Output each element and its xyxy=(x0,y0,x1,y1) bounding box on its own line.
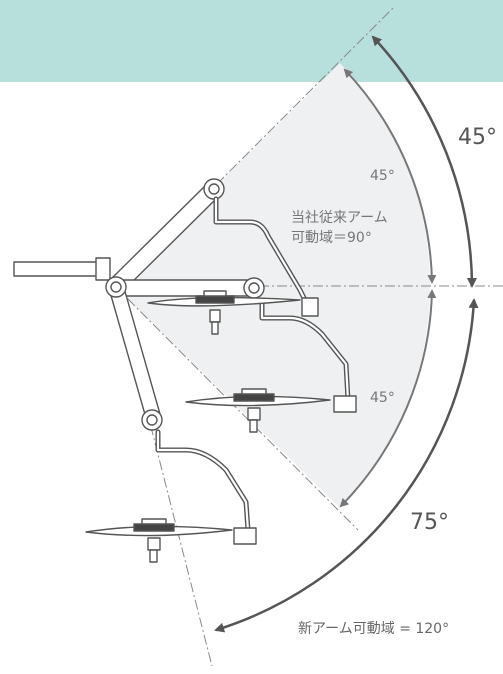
lower-spring-arm xyxy=(155,429,251,533)
header-band xyxy=(0,0,503,82)
upper-elbow xyxy=(203,178,225,200)
new-upper-angle-label: 45° xyxy=(458,125,497,150)
old-range-title: 当社従来アーム xyxy=(291,210,388,226)
surgical-light-arm-icon xyxy=(13,178,357,545)
middle-elbow xyxy=(243,277,265,299)
old-range-value: 可動域＝90° xyxy=(291,230,372,246)
lamp-head-lower xyxy=(85,518,233,563)
upper-limit-line xyxy=(114,5,396,287)
surgical-light-head-icon xyxy=(85,290,331,563)
old-lower-arc-arrow xyxy=(339,289,437,508)
old-lower-angle-label: 45° xyxy=(370,390,395,406)
new-lower-angle-label: 75° xyxy=(410,510,449,535)
mount-block xyxy=(95,257,111,281)
old-lower-limit-line xyxy=(114,285,359,531)
new-range-caption: 新アーム可動域 = 120° xyxy=(298,621,450,637)
new-lower-limit-line xyxy=(114,285,213,667)
main-pivot xyxy=(105,276,127,298)
middle-position-link xyxy=(117,279,255,297)
lower-elbow xyxy=(141,409,163,431)
lamp-head-upper xyxy=(147,290,301,335)
old-upper-arc-arrow xyxy=(343,68,437,284)
mount-bar xyxy=(13,261,101,277)
lamp-head-middle xyxy=(185,388,331,433)
new-upper-arc-arrow xyxy=(371,35,477,288)
reference-lines xyxy=(114,5,503,667)
old-upper-angle-label: 45° xyxy=(370,168,395,184)
